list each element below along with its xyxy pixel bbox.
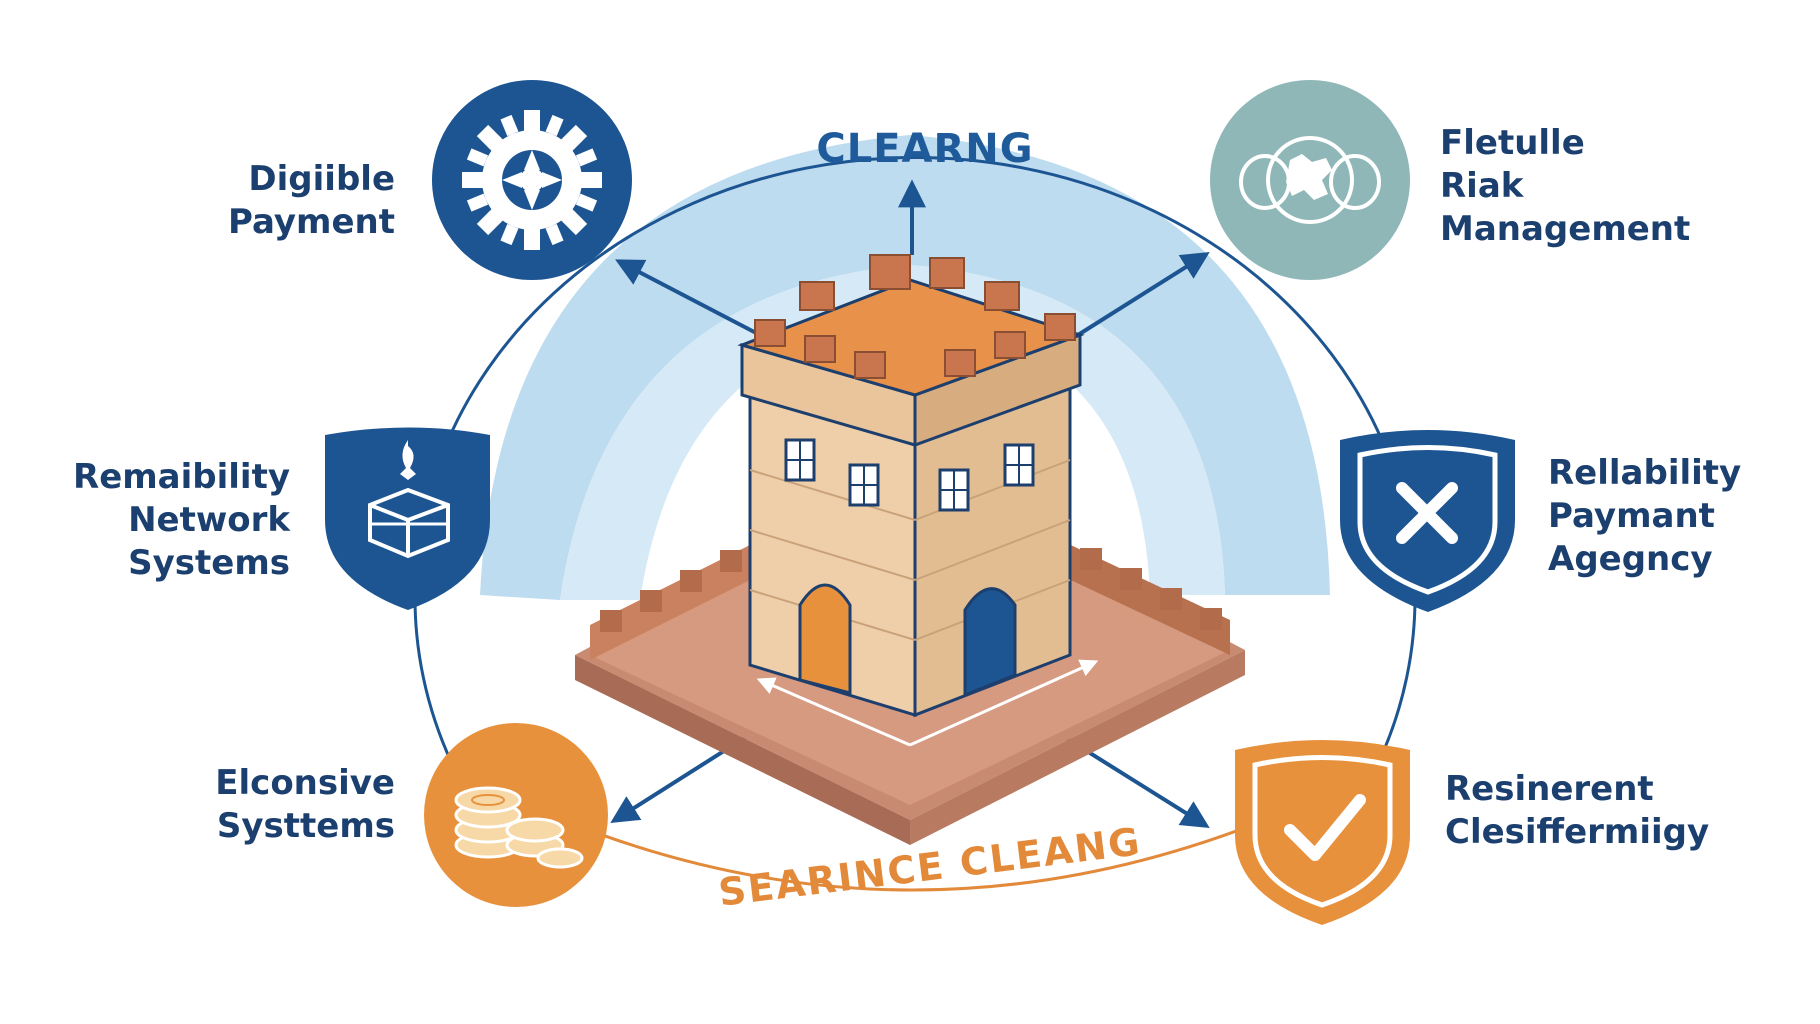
label-line: Rellability (1548, 453, 1742, 493)
label-line: Riak (1440, 166, 1524, 206)
shield-check-icon (1235, 740, 1410, 925)
arrow-top-right (1068, 252, 1210, 342)
label-line: Digiible (248, 159, 395, 199)
shield-box-icon (325, 427, 490, 610)
top-title: CLEARNG (816, 126, 1034, 172)
node-label-top-left: Digiible Payment (150, 158, 395, 244)
sky-arc-band (480, 135, 1330, 600)
shield-x-icon (1340, 430, 1515, 612)
label-line: Payment (227, 202, 395, 242)
label-line: Paymant (1548, 496, 1715, 536)
node-label-bottom-right: Resinerent Clesiffermiigy (1445, 768, 1805, 854)
label-line: Systems (128, 543, 290, 583)
node-label-middle-left: Remaibility Network Systems (30, 456, 290, 585)
tower (737, 254, 1085, 718)
label-line: Agegncy (1548, 539, 1713, 579)
tower-door-orange (798, 583, 852, 695)
tower-door-blue (963, 587, 1017, 698)
node-label-middle-right: Rellability Paymant Agegncy (1548, 452, 1808, 581)
label-line: Fletulle (1440, 123, 1585, 163)
label-line: Elconsive (215, 763, 395, 803)
node-label-top-right: Fletulle Riak Management (1440, 122, 1770, 251)
label-line: Systtems (216, 806, 395, 846)
arrow-top-left (615, 259, 761, 337)
label-line: Management (1440, 209, 1691, 249)
node-label-bottom-left: Elconsive Systtems (150, 762, 395, 848)
gear-icon (432, 80, 632, 280)
coins-icon (424, 723, 608, 907)
label-line: Network (128, 500, 290, 540)
label-line: Clesiffermiigy (1445, 812, 1710, 852)
globe-icon (1210, 80, 1410, 280)
label-line: Resinerent (1445, 769, 1654, 809)
label-line: Remaibility (73, 457, 290, 497)
